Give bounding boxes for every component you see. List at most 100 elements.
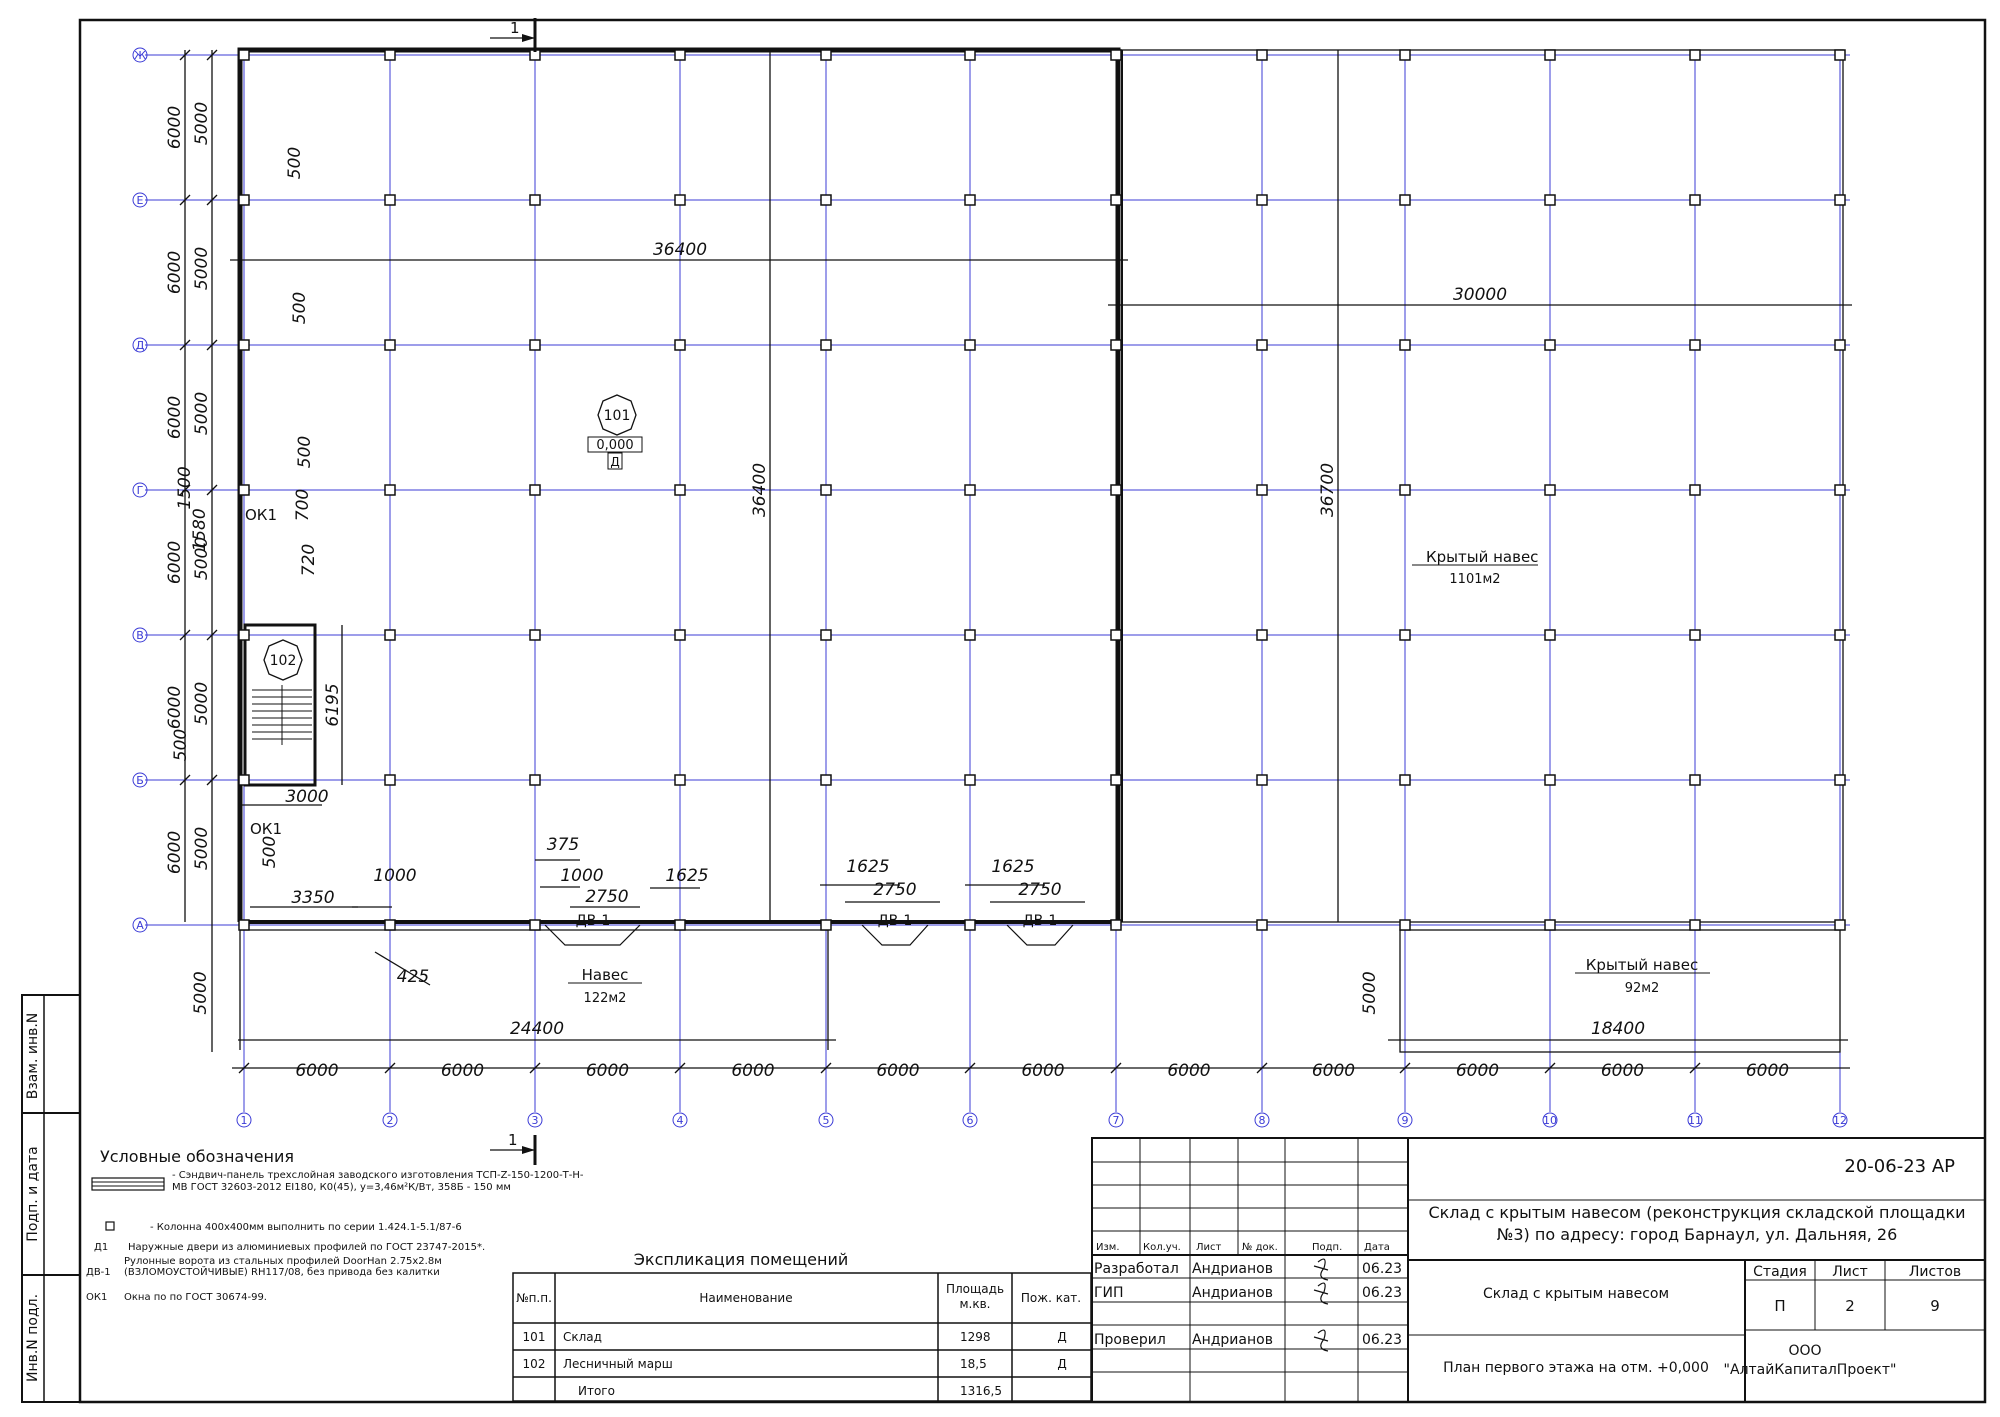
axis-bubble-column bbox=[1542, 1112, 1558, 1128]
column-400x400 bbox=[1110, 774, 1122, 786]
explication-total-label: Итого bbox=[578, 1384, 615, 1398]
dim-2750-1: 2750 bbox=[585, 887, 628, 907]
column-400x400 bbox=[529, 194, 541, 206]
side-stamp-field-2: Подп. и дата bbox=[25, 1146, 41, 1241]
column-400x400 bbox=[964, 194, 976, 206]
signer-2-name: Андрианов bbox=[1192, 1285, 1273, 1301]
dim-1000-b: 1000 bbox=[560, 866, 603, 886]
axis-bubble-column bbox=[1254, 1112, 1270, 1128]
dim-span-left-inner: 5000 bbox=[192, 537, 212, 580]
dim-1625-1: 1625 bbox=[665, 866, 708, 886]
company-line-1: ООО bbox=[1788, 1343, 1821, 1359]
column-400x400 bbox=[529, 339, 541, 351]
axis-bubble-column bbox=[818, 1112, 834, 1128]
column-400x400 bbox=[964, 629, 976, 641]
room-101-category: Д bbox=[610, 455, 619, 469]
column-400x400 bbox=[1399, 629, 1411, 641]
explication-row-2-area: 18,5 bbox=[960, 1357, 987, 1371]
explication-row-2-number: 102 bbox=[523, 1357, 546, 1371]
dim-2750-2: 2750 bbox=[873, 880, 916, 900]
gate-dv1-label-2: ДВ-1 bbox=[878, 913, 913, 929]
room-102-number: 102 bbox=[270, 653, 297, 669]
title-header-change: Изм. bbox=[1096, 1242, 1120, 1253]
dim-span-left-inner: 5000 bbox=[192, 247, 212, 290]
explication-table: Экспликация помещений №п.п. Наименование… bbox=[512, 1250, 1092, 1402]
axis-column-label: 10 bbox=[1543, 1114, 1557, 1127]
axis-column-label: 7 bbox=[1113, 1114, 1120, 1127]
sheet-number-header: Лист bbox=[1832, 1264, 1867, 1280]
dim-700: 700 bbox=[293, 489, 313, 521]
room-101-level: 0,000 bbox=[596, 438, 633, 453]
section-marker-top: 1 bbox=[510, 19, 520, 37]
column-400x400 bbox=[820, 484, 832, 496]
column-400x400 bbox=[238, 339, 250, 351]
window-ok1-label: ОК1 bbox=[245, 506, 277, 524]
legend-title: Условные обозначения bbox=[100, 1147, 294, 1166]
dim-375: 375 bbox=[547, 835, 579, 855]
axis-bubble-row bbox=[132, 917, 148, 933]
title-header-doc: № док. bbox=[1242, 1242, 1278, 1253]
dim-5000-bottom-left: 5000 bbox=[191, 971, 211, 1014]
dim-span-left-outer: 6000 bbox=[165, 541, 185, 584]
column-400x400 bbox=[529, 919, 541, 931]
column-400x400 bbox=[1544, 774, 1556, 786]
legend: Условные обозначения - Сэндвич-панель тр… bbox=[86, 1147, 584, 1303]
axis-bubble-row bbox=[132, 337, 148, 353]
column-400x400 bbox=[238, 49, 250, 61]
axis-row-label: Д bbox=[136, 339, 145, 352]
title-header-count: Кол.уч. bbox=[1143, 1242, 1181, 1253]
column-400x400 bbox=[1110, 49, 1122, 61]
explication-row-1-number: 101 bbox=[523, 1330, 546, 1344]
dim-2750-3: 2750 bbox=[1018, 880, 1061, 900]
signer-1-name: Андрианов bbox=[1192, 1261, 1273, 1277]
side-stamp-field-3: Инв.N подл. bbox=[25, 1294, 41, 1382]
signature-marks bbox=[1313, 1258, 1329, 1352]
axis-bubble-row bbox=[132, 772, 148, 788]
dim-span-left-outer: 6000 bbox=[165, 686, 185, 729]
explication-total-area: 1316,5 bbox=[960, 1384, 1002, 1398]
signer-2-role: ГИП bbox=[1094, 1285, 1124, 1301]
stage-header: Стадия bbox=[1753, 1264, 1807, 1280]
axis-column-label: 8 bbox=[1259, 1114, 1266, 1127]
column-400x400 bbox=[384, 49, 396, 61]
dim-3350: 3350 bbox=[291, 888, 334, 908]
axis-column-label: 11 bbox=[1688, 1114, 1702, 1127]
dim-500-1: 500 bbox=[285, 147, 305, 179]
sheet-title: План первого этажа на отм. +0,000 bbox=[1443, 1360, 1709, 1376]
axis-bubble-row bbox=[132, 627, 148, 643]
column-400x400 bbox=[384, 194, 396, 206]
axis-bubble-column bbox=[1687, 1112, 1703, 1128]
column-400x400 bbox=[1834, 629, 1846, 641]
column-400x400 bbox=[820, 194, 832, 206]
axis-bubble-row bbox=[132, 47, 148, 63]
sheet-count-header: Листов bbox=[1909, 1264, 1961, 1280]
stair-room bbox=[243, 623, 317, 787]
dim-span-bottom: 6000 bbox=[1456, 1061, 1499, 1081]
column-400x400 bbox=[529, 484, 541, 496]
explication-row-2-name: Лесничный марш bbox=[563, 1357, 673, 1371]
side-stamp-frame bbox=[21, 994, 81, 1403]
gate-dv1-label-3: ДВ-1 bbox=[1023, 913, 1058, 929]
column-400x400 bbox=[529, 774, 541, 786]
column-400x400 bbox=[1256, 194, 1268, 206]
canopy-area: 122м2 bbox=[584, 991, 627, 1006]
column-400x400 bbox=[238, 629, 250, 641]
axis-bubble-column bbox=[1832, 1112, 1848, 1128]
signer-1-role: Разработал bbox=[1094, 1261, 1179, 1277]
column-400x400 bbox=[820, 919, 832, 931]
column-400x400 bbox=[384, 339, 396, 351]
column-400x400 bbox=[1689, 774, 1701, 786]
column-400x400 bbox=[1544, 339, 1556, 351]
axis-row-label: Ж bbox=[134, 49, 146, 62]
column-400x400 bbox=[1544, 919, 1556, 931]
title-header-sheet: Лист bbox=[1196, 1242, 1222, 1253]
column-400x400 bbox=[1689, 629, 1701, 641]
dim-span-left-inner: 5000 bbox=[192, 682, 212, 725]
axis-bubble-column bbox=[962, 1112, 978, 1128]
axis-row-label: А bbox=[136, 919, 144, 932]
axis-row-label: В bbox=[136, 629, 144, 642]
title-block: Изм. Кол.уч. Лист № док. Подп. Дата Разр… bbox=[1091, 1137, 1986, 1403]
